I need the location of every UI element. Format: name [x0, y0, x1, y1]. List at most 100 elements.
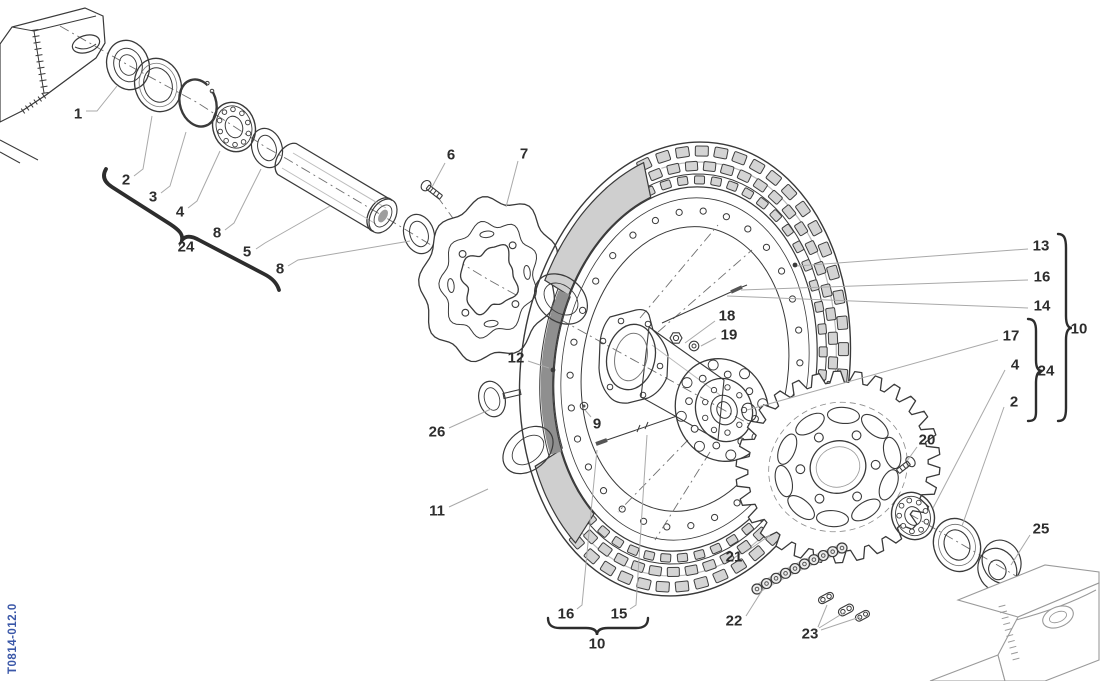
leader-line-3: [160, 131, 187, 194]
part-8-spacer-ring-b: [402, 213, 436, 255]
callout-24: 24: [1038, 363, 1055, 380]
callout-14: 14: [1034, 298, 1051, 315]
callout-17: 17: [1003, 328, 1020, 345]
bracket-10-right: [1056, 232, 1073, 423]
leader-line-23: [818, 611, 846, 629]
callout-7: 7: [520, 146, 528, 163]
callout-15: 15: [611, 606, 628, 623]
callout-5: 5: [243, 244, 251, 261]
leader-line-7: [505, 160, 519, 208]
swingarm-fragment-bottom-right: [929, 564, 1100, 681]
callout-1: 1: [74, 106, 82, 123]
part-7-brake-disc: [418, 196, 559, 363]
leader-line-18: [684, 320, 716, 344]
callout-26: 26: [429, 424, 446, 441]
leader-line-25: [1010, 534, 1031, 566]
leader-line-20: [906, 446, 918, 462]
chain-22: [751, 542, 848, 595]
leader-line-19: [700, 337, 717, 347]
callout-11: 11: [429, 503, 445, 520]
spacer-17: [741, 402, 757, 422]
drawing-code: T0814-012.0: [7, 603, 19, 674]
rim-band-12: [539, 288, 571, 458]
leader-line-12: [527, 360, 550, 369]
callout-10: 10: [1071, 321, 1088, 338]
leader-line-1: [86, 85, 118, 112]
callout-2: 2: [122, 172, 130, 189]
leader-dot-13: [792, 262, 798, 268]
part-8-spacer-ring-a: [250, 127, 284, 169]
part-6-bolt: [420, 179, 443, 200]
nipple-9: [579, 401, 589, 411]
callout-8: 8: [276, 261, 284, 278]
valve-26: [478, 380, 522, 418]
callout-13: 13: [1033, 238, 1050, 255]
leader-line-16: [576, 449, 598, 610]
sprocket-21: [735, 370, 941, 564]
part-5-axle-spacer-tube: [274, 142, 398, 234]
callout-10: 10: [589, 636, 606, 653]
leader-line-6: [431, 162, 446, 188]
washer-19: [688, 340, 700, 352]
callout-4: 4: [1011, 357, 1020, 374]
leader-line-14: [726, 295, 1029, 309]
bracket-24-left: [102, 167, 281, 292]
leader-line-22: [745, 588, 764, 617]
bracket-24-right: [1026, 317, 1043, 423]
mousse-inserts: [534, 161, 652, 544]
leader-line-9: [584, 409, 592, 418]
leader-line-8: [287, 240, 411, 267]
callout-23: 23: [802, 626, 819, 643]
leader-line-26: [448, 408, 492, 429]
part-2-washer: [133, 57, 183, 113]
part-4-bearing: [211, 101, 257, 153]
leader-line-11: [448, 488, 489, 508]
callout-20: 20: [919, 432, 936, 449]
leader-line-15: [629, 434, 648, 610]
hub-assembly: [598, 308, 770, 462]
leader-line-2: [961, 406, 1005, 527]
callout-18: 18: [719, 308, 736, 325]
callout-16: 16: [558, 606, 575, 623]
leader-line-4: [932, 369, 1006, 509]
callout-19: 19: [721, 327, 738, 344]
part-2-seal-right: [932, 517, 982, 573]
leader-line-5: [255, 205, 331, 250]
leader-line-17: [746, 339, 999, 411]
callout-25: 25: [1033, 521, 1050, 538]
swingarm-fragment-top-left: [0, 7, 106, 164]
part-3-circlip: [178, 78, 218, 128]
leader-line-8: [224, 168, 262, 231]
leader-line-23: [817, 604, 828, 628]
leader-line-2: [133, 115, 153, 177]
callout-21: 21: [726, 549, 743, 566]
group-brackets: [102, 167, 1073, 636]
mousse-bottom-end-cap: [502, 425, 554, 475]
part-4-bearing-right: [890, 491, 936, 541]
bracket-10-bottom: [546, 616, 650, 636]
callout-12: 12: [508, 350, 525, 367]
spoke-14-with-nipple-16: [661, 284, 748, 324]
spokes: [579, 224, 753, 541]
leader-line-4: [187, 150, 221, 209]
nut-18: [669, 332, 683, 344]
callout-16: 16: [1034, 269, 1051, 286]
bolt-20: [896, 456, 916, 474]
callout-8: 8: [213, 225, 221, 242]
callout-24: 24: [178, 239, 195, 256]
leader-line-16: [740, 279, 1029, 291]
leader-line-23: [820, 616, 861, 631]
callout-6: 6: [447, 147, 455, 164]
part-1-seal: [105, 39, 151, 91]
callout-22: 22: [726, 613, 743, 630]
callout-2: 2: [1010, 394, 1018, 411]
spoke-15-with-nipple-16: [595, 415, 678, 446]
leader-dot-12: [550, 367, 556, 373]
chain-links-23: [817, 591, 871, 622]
callout-9: 9: [593, 416, 601, 433]
callout-3: 3: [149, 189, 157, 206]
leader-line-13: [796, 248, 1029, 267]
